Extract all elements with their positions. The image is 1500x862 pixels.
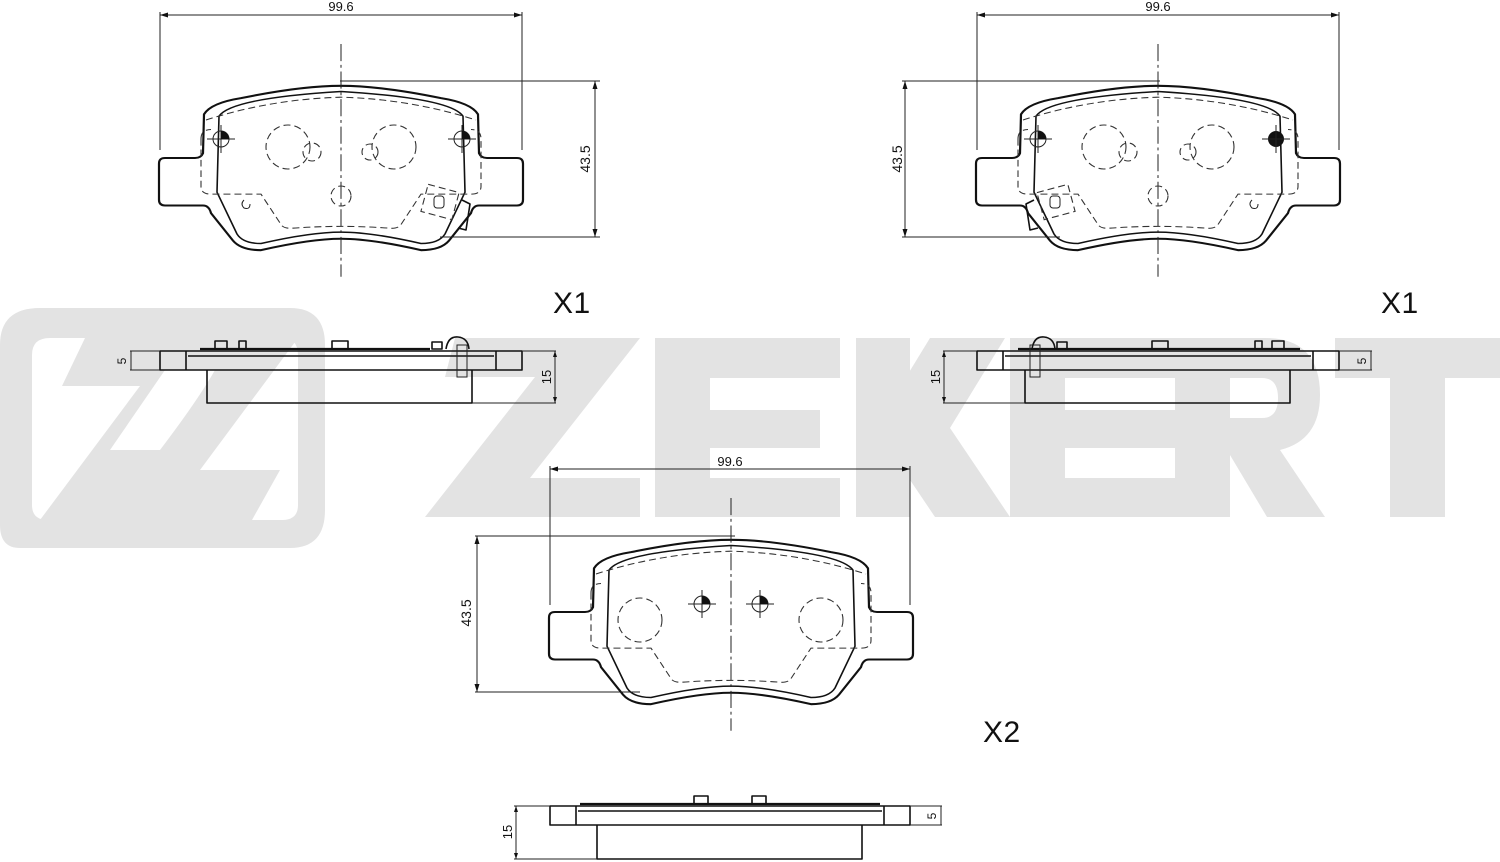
- height-dimension-label: 43.5: [577, 145, 593, 172]
- pad-front-view-top-left: [157, 12, 600, 278]
- zekert-wordmark: [425, 338, 1500, 517]
- height-dimension-label: 43.5: [458, 599, 474, 626]
- pad-side-view-bottom: [514, 795, 942, 860]
- total-thickness-label: 15: [539, 370, 554, 384]
- width-dimension-label: 99.6: [328, 0, 353, 14]
- pad-side-view-right: [942, 336, 1372, 404]
- total-thickness-label: 15: [928, 370, 943, 384]
- height-dimension-label: 43.5: [889, 145, 905, 172]
- width-dimension-label: 99.6: [1145, 0, 1170, 14]
- quantity-label-right: X1: [1381, 287, 1419, 320]
- pad-side-view-left: [130, 336, 557, 404]
- width-dimension-label: 99.6: [717, 454, 742, 469]
- zekert-logo-mark-icon: [0, 308, 325, 548]
- quantity-label-left: X1: [553, 287, 591, 320]
- backplate-thickness-label: 5: [1355, 357, 1369, 364]
- anchor-point-icon: [687, 589, 717, 619]
- quantity-label-bottom: X2: [983, 716, 1021, 749]
- total-thickness-label: 15: [500, 825, 515, 839]
- anchor-point-icon: [206, 124, 236, 154]
- anchor-point-filled-icon: [1261, 124, 1291, 154]
- pad-front-view-top-right: [902, 12, 1342, 278]
- backplate-thickness-label: 5: [925, 812, 939, 819]
- backplate-thickness-label: 5: [115, 357, 129, 364]
- anchor-point-icon: [1023, 124, 1053, 154]
- pad-front-view-bottom: [474, 466, 915, 732]
- anchor-point-icon: [745, 589, 775, 619]
